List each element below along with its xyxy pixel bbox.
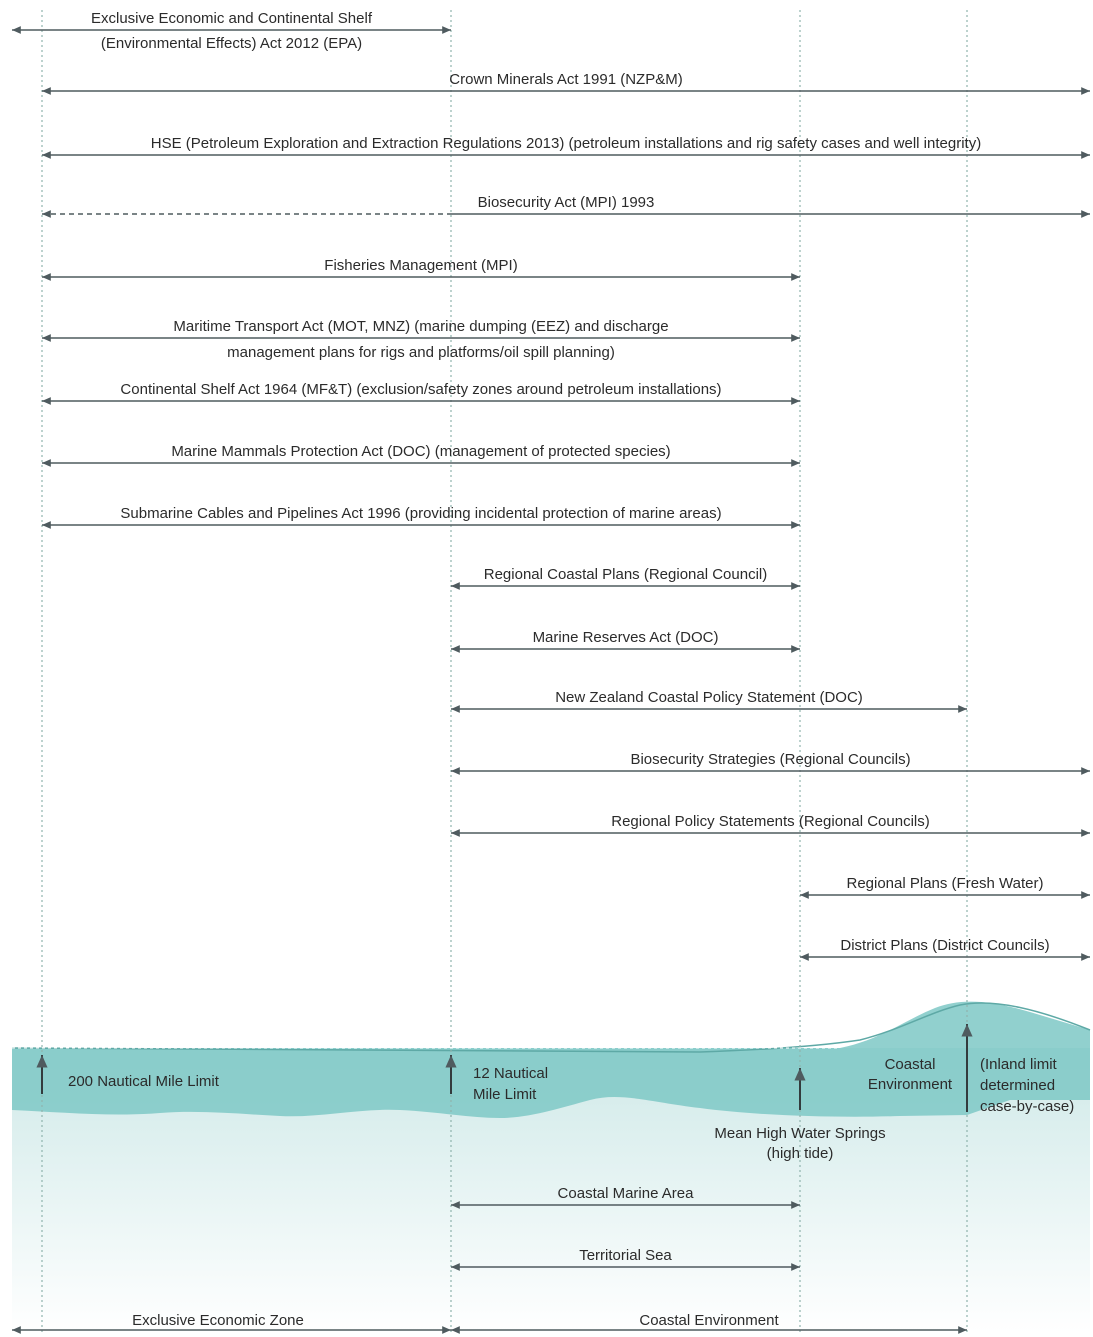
zone-label: Territorial Sea [579,1247,672,1264]
bottom-label: Coastal Environment [639,1312,779,1329]
act-submarine-cables: Submarine Cables and Pipelines Act 1996 … [42,505,800,529]
act-district-plans: District Plans (District Councils) [800,937,1090,961]
mhws-label: (high tide) [767,1145,834,1162]
act-hse: HSE (Petroleum Exploration and Extractio… [42,135,1090,159]
inland-label: case-by-case) [980,1098,1074,1115]
act-label: HSE (Petroleum Exploration and Extractio… [151,135,981,152]
act-label: management plans for rigs and platforms/… [227,344,615,361]
act-label: Regional Policy Statements (Regional Cou… [611,813,930,830]
coastline [11,1002,1091,1053]
act-label: Marine Reserves Act (DOC) [533,629,719,646]
act-marine-mammals: Marine Mammals Protection Act (DOC) (man… [42,443,800,467]
zone-label: Coastal Marine Area [558,1185,695,1202]
act-label: Regional Coastal Plans (Regional Council… [484,566,767,583]
act-label: Regional Plans (Fresh Water) [846,875,1043,892]
act-label: District Plans (District Councils) [840,937,1049,954]
act-regional-plans-fw: Regional Plans (Fresh Water) [800,875,1090,899]
nm200-label: 200 Nautical Mile Limit [68,1073,220,1090]
act-nzcps: New Zealand Coastal Policy Statement (DO… [451,689,967,713]
act-regional-coastal-plans: Regional Coastal Plans (Regional Council… [451,566,800,590]
inland-label: (Inland limit [980,1056,1058,1073]
act-epa: Exclusive Economic and Continental Shelf… [12,10,451,52]
act-regional-policy: Regional Policy Statements (Regional Cou… [451,813,1090,837]
act-label: Biosecurity Strategies (Regional Council… [630,751,910,768]
act-maritime-transport: Maritime Transport Act (MOT, MNZ) (marin… [42,318,800,361]
bottom-coastal-environment: Coastal Environment [451,1312,967,1334]
nm12-label: Mile Limit [473,1086,537,1103]
act-label: Biosecurity Act (MPI) 1993 [478,194,655,211]
act-biosecurity-strategies: Biosecurity Strategies (Regional Council… [451,751,1090,775]
coastal-env-label: Environment [868,1076,953,1093]
act-label: Exclusive Economic and Continental Shelf [91,10,373,27]
act-crown-minerals: Crown Minerals Act 1991 (NZP&M) [42,71,1090,95]
act-marine-reserves: Marine Reserves Act (DOC) [451,629,800,653]
zone-coastal-marine-area: Coastal Marine Area [451,1185,800,1209]
inland-label: determined [980,1077,1055,1094]
sea-surface-band [12,1001,1090,1118]
act-fisheries: Fisheries Management (MPI) [42,257,800,281]
bottom-label: Exclusive Economic Zone [132,1312,304,1329]
act-label: New Zealand Coastal Policy Statement (DO… [555,689,863,706]
coastal-env-label: Coastal [885,1056,936,1073]
act-label: Maritime Transport Act (MOT, MNZ) (marin… [173,318,668,335]
act-biosecurity-act: Biosecurity Act (MPI) 1993 [42,194,1090,218]
bottom-eez: Exclusive Economic Zone [12,1312,451,1334]
sea-layer [11,1001,1091,1333]
act-label: Submarine Cables and Pipelines Act 1996 … [120,505,721,522]
act-label: Continental Shelf Act 1964 (MF&T) (exclu… [120,381,721,398]
act-continental-shelf: Continental Shelf Act 1964 (MF&T) (exclu… [42,381,800,405]
nm12-label: 12 Nautical [473,1065,548,1082]
act-label: (Environmental Effects) Act 2012 (EPA) [101,35,362,52]
act-label: Crown Minerals Act 1991 (NZP&M) [449,71,682,88]
act-label: Marine Mammals Protection Act (DOC) (man… [171,443,670,460]
act-label: Fisheries Management (MPI) [324,257,517,274]
mhws-label: Mean High Water Springs [714,1125,885,1142]
zone-territorial-sea: Territorial Sea [451,1247,800,1271]
guide-lines [41,10,968,1333]
legislation-arrows: Exclusive Economic and Continental Shelf… [12,10,1090,961]
